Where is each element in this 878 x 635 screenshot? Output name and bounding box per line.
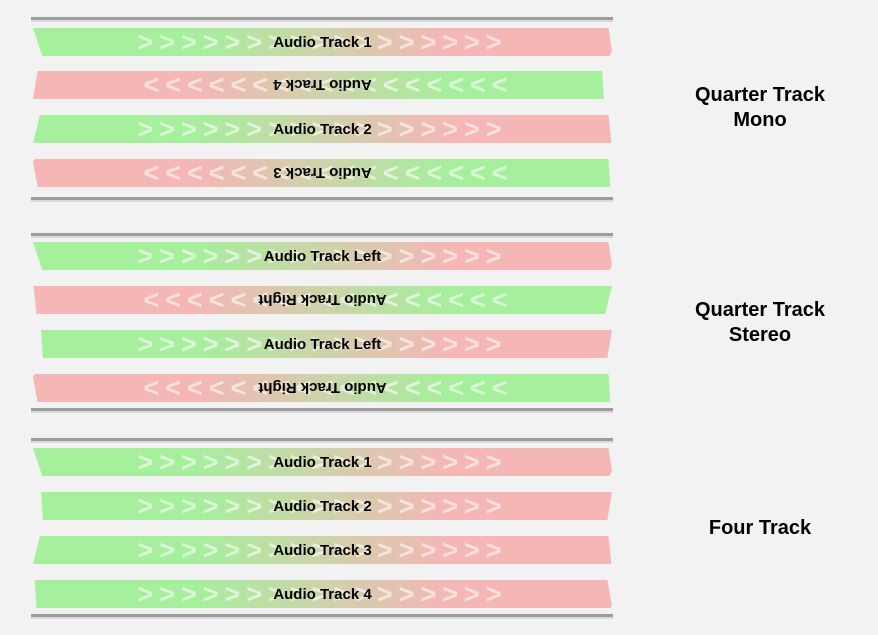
tape-edge-line [31,408,613,411]
track-label: Audio Track 4 [273,585,372,603]
track-bar: >>>>>>>>>>>>>>>>> Audio Track 3 [33,536,612,564]
tape-edge-line [31,197,613,200]
direction-chevrons-icon: >>>>>>>>>>>>>>>>> [137,242,508,270]
tape-edge-line [31,438,613,441]
track-label: Audio Track Right [258,291,387,309]
track-bar: >>>>>>>>>>>>>>>>> Audio Track Right [33,286,612,314]
track-bar: >>>>>>>>>>>>>>>>> Audio Track 2 [33,115,612,143]
track-label: Audio Track 1 [273,33,372,51]
direction-chevrons-icon: >>>>>>>>>>>>>>>>> [137,536,508,564]
direction-chevrons-icon: >>>>>>>>>>>>>>>>> [137,28,508,56]
track-label: Audio Track 2 [273,497,372,515]
track-bar: >>>>>>>>>>>>>>>>> Audio Track Left [41,330,612,358]
tape-edge-line [31,233,613,236]
track-bar: >>>>>>>>>>>>>>>>> Audio Track 1 [33,448,612,476]
title-line: Quarter Track [694,84,826,106]
track-bar: >>>>>>>>>>>>>>>>> Audio Track 4 [33,71,612,99]
direction-chevrons-icon: >>>>>>>>>>>>>>>>> [137,580,508,608]
direction-chevrons-icon: >>>>>>>>>>>>>>>>> [137,448,508,476]
title-line: Four Track [708,517,812,539]
section-title-four-track: Four Track [640,516,878,541]
direction-chevrons-icon: >>>>>>>>>>>>>>>>> [137,115,508,143]
track-label: Audio Track 2 [273,120,372,138]
track-bar: >>>>>>>>>>>>>>>>> Audio Track 3 [33,159,612,187]
track-label: Audio Track 3 [273,164,372,182]
track-label: Audio Track 3 [273,541,372,559]
track-label: Audio Track 4 [273,76,372,94]
track-bar: >>>>>>>>>>>>>>>>> Audio Track 1 [33,28,612,56]
track-bar: >>>>>>>>>>>>>>>>> Audio Track Right [33,374,612,402]
direction-chevrons-icon: >>>>>>>>>>>>>>>>> [137,492,508,520]
title-line: Stereo [728,324,792,346]
tape-edge-line [31,17,613,20]
track-bar: >>>>>>>>>>>>>>>>> Audio Track Left [33,242,612,270]
tape-edge-line [31,614,613,617]
track-label: Audio Track 1 [273,453,372,471]
track-label: Audio Track Left [263,335,382,353]
direction-chevrons-icon: >>>>>>>>>>>>>>>>> [137,330,508,358]
title-line: Mono [733,109,787,131]
track-bar: >>>>>>>>>>>>>>>>> Audio Track 2 [41,492,612,520]
track-label: Audio Track Right [258,379,387,397]
track-bar: >>>>>>>>>>>>>>>>> Audio Track 4 [34,580,612,608]
section-title-quarter-track-stereo: Quarter Track Stereo [640,298,878,348]
title-line: Quarter Track [694,299,826,321]
track-label: Audio Track Left [263,247,382,265]
section-title-quarter-track-mono: Quarter Track Mono [640,83,878,133]
